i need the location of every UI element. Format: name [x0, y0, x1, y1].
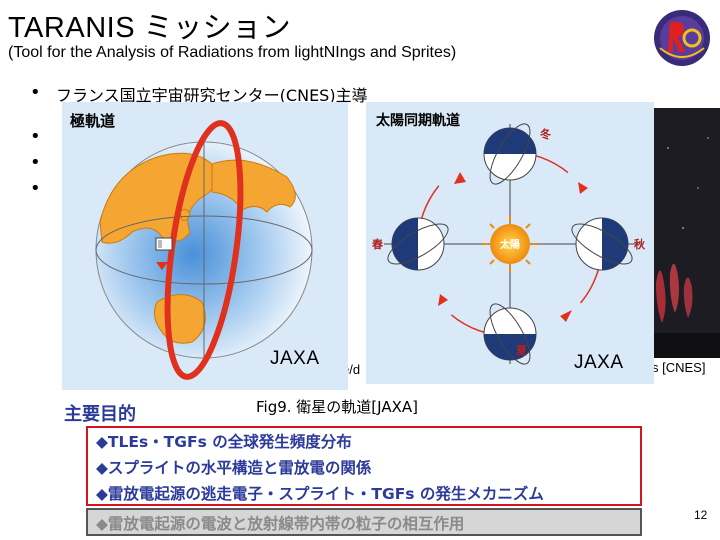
- photo-credit: s [CNES]: [652, 360, 706, 375]
- goal-item: ◆TLEs・TGFs の全球発生頻度分布: [96, 433, 352, 451]
- project-logo: [654, 10, 710, 66]
- bullet-item: [30, 178, 670, 206]
- jaxa-credit-left: JAXA: [270, 348, 320, 369]
- season-autumn-label: 秋: [634, 238, 645, 251]
- page-number: 12: [694, 508, 708, 522]
- bullet-item: フランス国立宇宙研究センター(CNES)主導: [30, 82, 670, 110]
- inactive-goal-item: ◆雷放電起源の電波と放射線帯内帯の粒子の相互作用: [96, 515, 465, 533]
- sun-synchronous-illustration: [384, 123, 636, 365]
- jaxa-credit-right: JAXA: [574, 352, 624, 373]
- season-summer-label: 夏: [516, 344, 527, 357]
- polar-orbit-label: 極軌道: [70, 112, 116, 130]
- sprite-photo: [648, 108, 720, 358]
- inactive-goal-box: ◆雷放電起源の電波と放射線帯内帯の粒子の相互作用: [86, 508, 642, 536]
- bullet-item: [30, 152, 670, 180]
- polar-orbit-figure: 極軌道 JAXA: [62, 102, 348, 390]
- polar-orbit-illustration: [95, 120, 313, 380]
- season-winter-label: 冬: [540, 128, 551, 141]
- sun-synchronous-orbit-figure: 太陽同期軌道 太陽 冬 春 秋 夏 JAXA: [366, 102, 654, 384]
- figure-caption: Fig9. 衛星の軌道[JAXA]: [256, 398, 418, 416]
- goal-item: ◆スプライトの水平構造と雷放電の関係: [96, 459, 372, 477]
- sun-label: 太陽: [500, 240, 520, 251]
- goals-box: ◆TLEs・TGFs の全球発生頻度分布 ◆スプライトの水平構造と雷放電の関係 …: [86, 426, 642, 506]
- season-spring-label: 春: [372, 238, 383, 251]
- slide-subtitle: (Tool for the Analysis of Radiations fro…: [8, 44, 457, 61]
- goals-heading: 主要目的: [64, 404, 136, 425]
- bullet-list: フランス国立宇宙研究センター(CNES)主導: [30, 82, 670, 199]
- goal-item: ◆雷放電起源の逃走電子・スプライト・TGFs の発生メカニズム: [96, 485, 544, 503]
- bullet-item: [30, 126, 670, 154]
- sun-synchronous-label: 太陽同期軌道: [376, 113, 460, 129]
- slide-title: TARANIS ミッション: [8, 12, 292, 44]
